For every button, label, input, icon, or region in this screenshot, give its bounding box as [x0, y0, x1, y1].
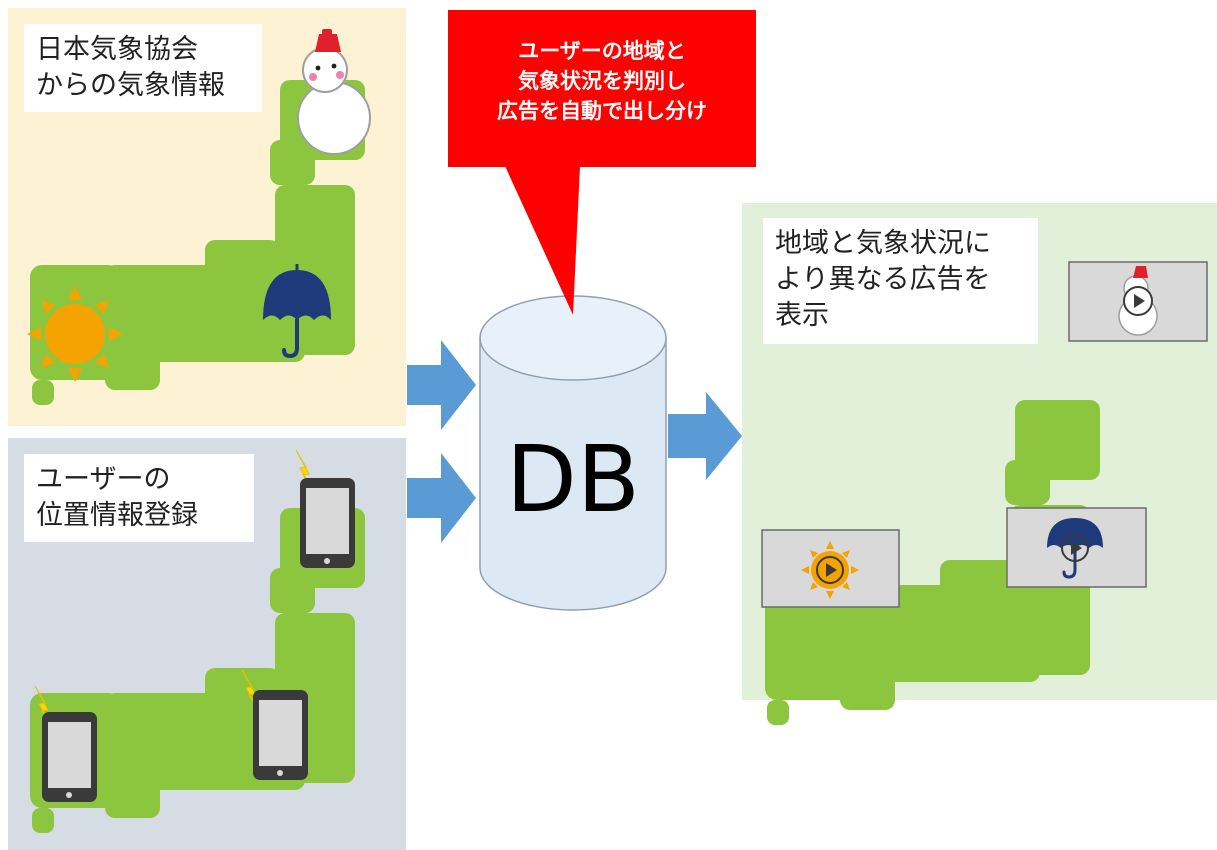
sun-icon: [27, 286, 123, 382]
play-button-central[interactable]: [1061, 534, 1089, 562]
callout-text: ユーザーの地域と 気象状況を判別し 広告を自動で出し分け: [497, 39, 707, 123]
play-button-west[interactable]: [816, 556, 844, 584]
callout-bubble: [448, 10, 756, 315]
arrow-weather-to-db: [407, 340, 476, 430]
snowman-icon: [297, 29, 371, 155]
play-button-north[interactable]: [1123, 286, 1153, 316]
weather-panel-label: 日本気象協会 からの気象情報: [24, 24, 262, 112]
phone-icon-west: [34, 685, 97, 802]
arrow-db-to-result: [668, 392, 742, 480]
database-cylinder: [479, 295, 667, 611]
phone-icon-central: [241, 669, 308, 780]
phone-icon-north: [295, 449, 355, 568]
result-panel-label: 地域と気象状況に より異なる広告を 表示: [763, 218, 1038, 344]
location-panel-label: ユーザーの 位置情報登録: [24, 454, 254, 542]
ad-card-north: [1068, 261, 1208, 342]
ad-card-central: [1006, 507, 1147, 588]
arrow-location-to-db: [407, 453, 476, 543]
database-label: DB: [506, 426, 640, 533]
ad-card-west: [761, 529, 900, 608]
umbrella-icon: [263, 264, 331, 359]
